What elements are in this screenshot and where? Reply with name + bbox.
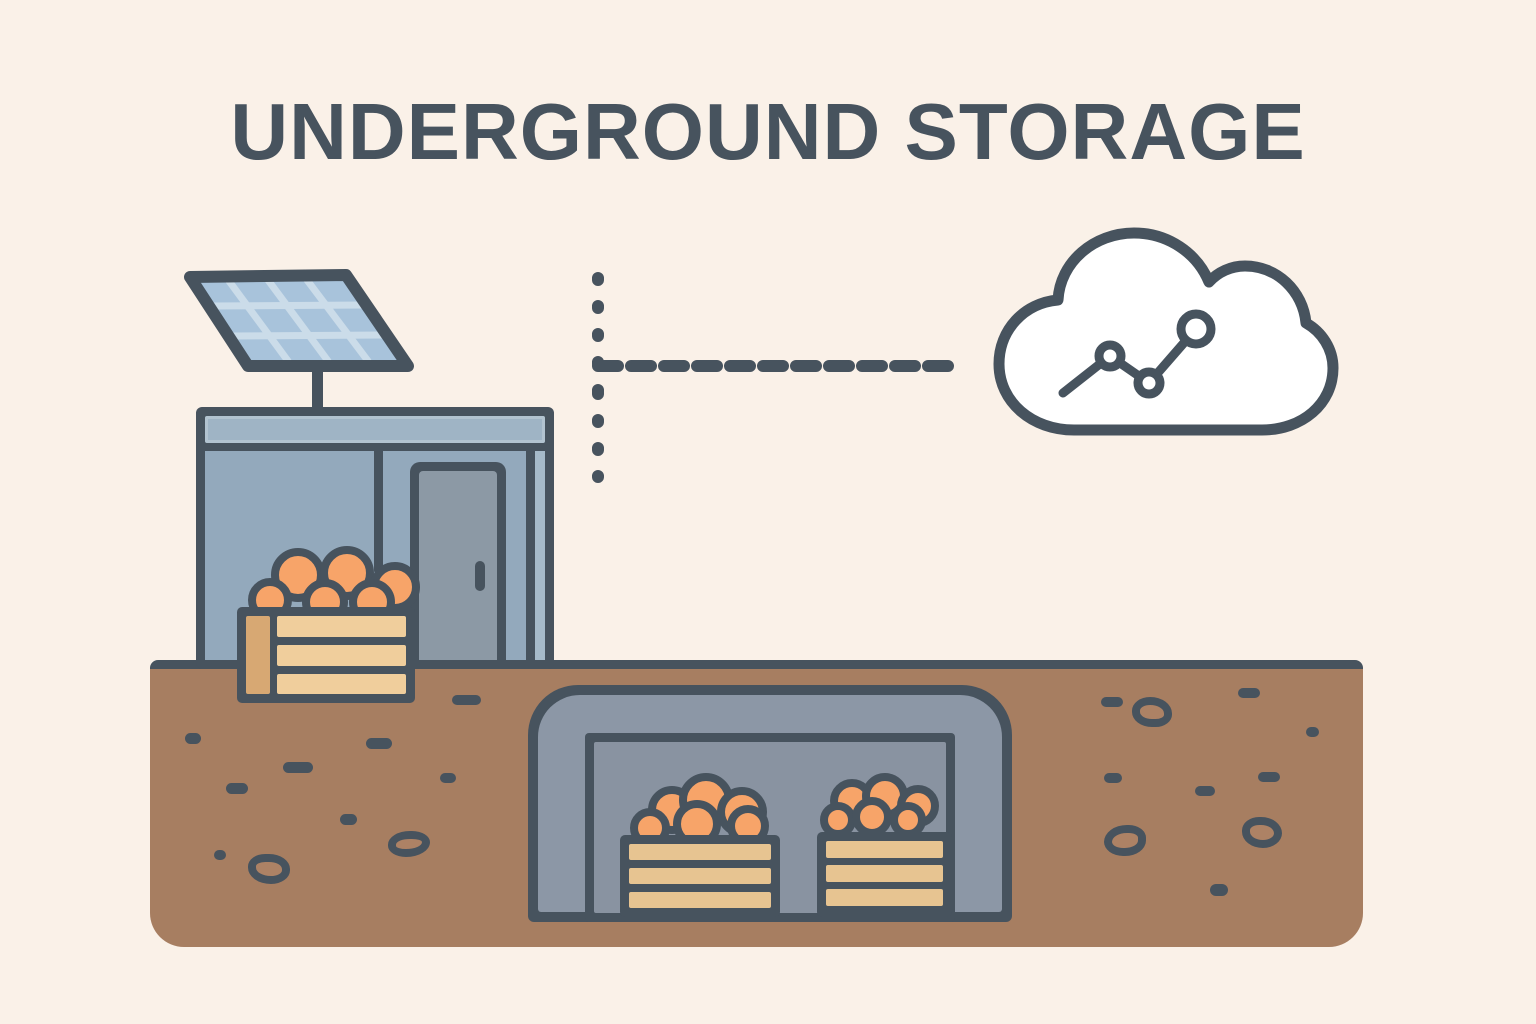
crate-plank (629, 868, 771, 884)
crate-plank (826, 889, 943, 906)
door-handle (475, 561, 485, 591)
pebble-icon (1258, 772, 1280, 782)
analytics-chart-icon (1058, 309, 1216, 399)
solar-panel-icon (184, 269, 414, 414)
crate-plank (277, 616, 406, 637)
pebble-icon (1101, 697, 1123, 707)
pebble-icon (440, 773, 456, 783)
door-icon (410, 462, 506, 660)
shed-door (419, 471, 497, 660)
pebble-icon (366, 738, 392, 749)
stone-icon (248, 854, 290, 884)
stone-icon (388, 831, 430, 857)
cloud-icon (993, 227, 1339, 436)
fruit-crate-icon (237, 607, 415, 703)
crate-plank (826, 841, 943, 858)
fruit-crate-icon (620, 835, 780, 917)
shed-roof-band (205, 416, 545, 443)
solar-panel-pole (312, 368, 323, 414)
crate-plank (629, 892, 771, 908)
pebble-icon (283, 762, 313, 773)
orange-fruit-icon (852, 797, 892, 837)
pebble-icon (1104, 773, 1122, 783)
dotted-connector (592, 265, 956, 483)
page-title: UNDERGROUND STORAGE (230, 87, 1306, 176)
solar-panel-grid (208, 276, 389, 365)
pebble-icon (1195, 786, 1215, 796)
shed-corner-post (526, 451, 535, 660)
stone-icon (1132, 697, 1172, 727)
shed-wall-divider (374, 451, 383, 575)
stone-icon (1104, 825, 1146, 856)
pebble-icon (452, 695, 481, 705)
pebble-icon (226, 783, 248, 794)
pebble-icon (1238, 688, 1260, 698)
stone-icon (1242, 817, 1282, 848)
crate-plank (277, 645, 406, 666)
crate-stile (246, 616, 270, 694)
pebble-icon (185, 733, 201, 744)
pebble-icon (1210, 884, 1228, 896)
shed-side-panel (535, 451, 545, 660)
crate-plank (277, 674, 406, 694)
crate-plank (826, 865, 943, 882)
crate-plank (629, 844, 771, 860)
pebble-icon (214, 850, 226, 860)
pebble-icon (1306, 727, 1319, 737)
pebble-icon (340, 814, 357, 825)
fruit-crate-icon (817, 832, 952, 917)
